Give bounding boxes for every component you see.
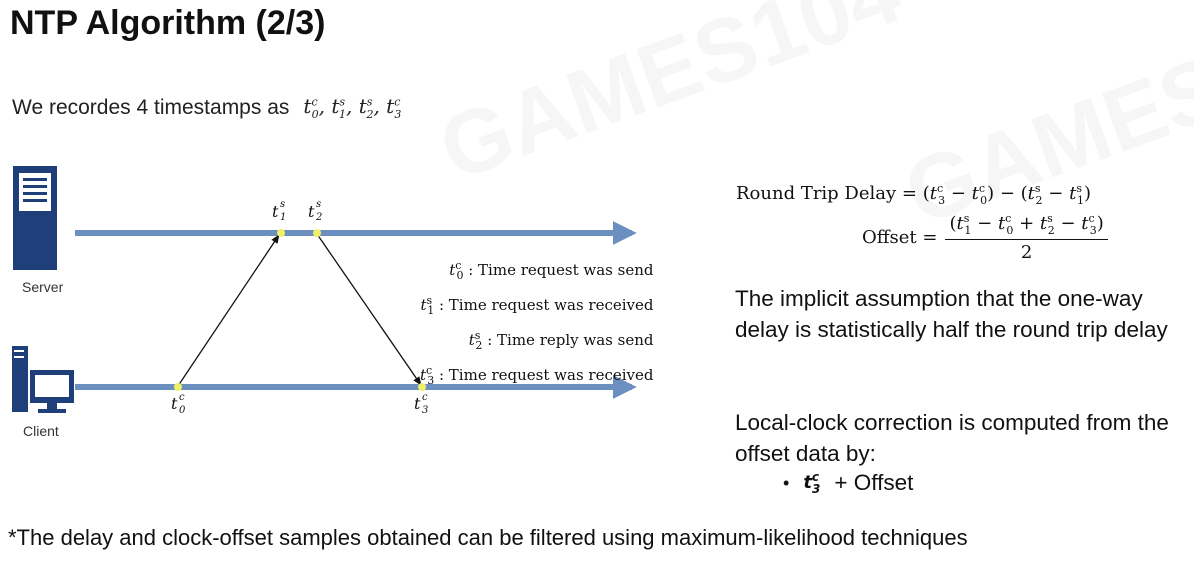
client-computer-icon (12, 346, 74, 413)
svg-text:1: 1 (280, 212, 286, 223)
footnote: *The delay and clock-offset samples obta… (8, 525, 968, 550)
timestamp-point-t0c (174, 383, 182, 391)
label-t3c: t (414, 394, 421, 413)
timestamps-formula: tc0, ts1, ts2, tc3 (303, 94, 402, 121)
svg-text:2: 2 (315, 212, 322, 223)
server-label: Server (22, 279, 64, 295)
label-t0c: t (171, 394, 178, 413)
svg-text:3: 3 (422, 405, 428, 416)
svg-text:c: c (422, 392, 428, 403)
server-icon (13, 166, 57, 270)
correction-bullet: • tc3 + Offset (783, 470, 913, 496)
timestamp-legend: tc0 : Time request was send ts1 : Time r… (420, 253, 653, 393)
legend-item: ts1 : Time request was received (420, 294, 654, 317)
label-t1s: t (272, 202, 279, 221)
timestamp-point-t3c (418, 383, 426, 391)
svg-text:c: c (179, 392, 185, 403)
page-title: NTP Algorithm (2/3) (10, 4, 326, 42)
bullet-dot: • (783, 472, 790, 493)
svg-text:s: s (280, 199, 285, 210)
assumption-paragraph: The implicit assumption that the one-way… (735, 286, 1168, 342)
svg-text:s: s (316, 199, 321, 210)
intro-line: We recordes 4 timestamps as tc0, ts1, ts… (12, 94, 401, 121)
legend-item: ts2 : Time reply was send (468, 329, 654, 352)
request-message-arrow (177, 234, 280, 387)
client-label: Client (23, 423, 59, 439)
t3c-symbol: tc3 (803, 470, 821, 496)
round-trip-delay-equation: Round Trip Delay = (tc3 − tc0) − (ts2 − … (736, 182, 1091, 207)
legend-item: tc0 : Time request was send (449, 259, 654, 282)
offset-equation: Offset = (ts1 − tc0 + ts2 − tc3) 2 (862, 212, 1108, 263)
intro-text: We recordes 4 timestamps as (12, 95, 290, 119)
label-t2s: t (308, 202, 315, 221)
timestamp-point-t1s (277, 229, 285, 237)
reply-message-arrow (316, 233, 422, 386)
svg-text:0: 0 (179, 405, 186, 416)
correction-paragraph: Local-clock correction is computed from … (735, 410, 1169, 466)
timestamp-point-t2s (313, 229, 321, 237)
ntp-timeline-diagram: t s 1 t s 2 t c 0 t c 3 (12, 166, 637, 416)
legend-item: tc3 : Time request was received (420, 364, 654, 387)
bullet-text: + Offset (834, 470, 914, 495)
